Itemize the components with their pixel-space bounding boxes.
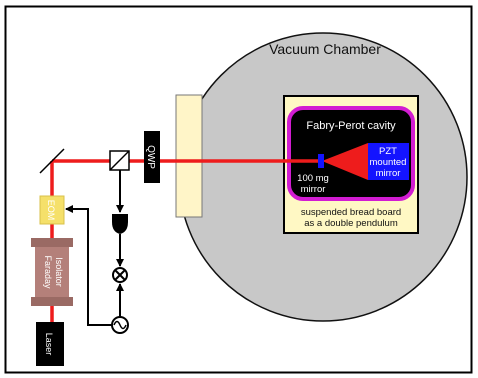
faraday-isolator [31, 238, 73, 306]
breadboard-label-line2: as a double pendulum [304, 218, 398, 229]
mirror-100mg [318, 154, 324, 168]
eom-label: EOM [46, 200, 56, 221]
faraday-label-line1: Faraday [43, 255, 53, 289]
pzt-label-line3: mirror [376, 168, 401, 179]
eom [39, 195, 65, 225]
cavity-mode [322, 143, 368, 180]
mirror-label-line1: 100 mg [297, 173, 329, 184]
qwp [144, 131, 160, 183]
oscillator-icon [111, 316, 129, 334]
amplifier-icon [112, 214, 128, 234]
laser [36, 322, 64, 366]
breadboard-label-line1: suspended bread board [301, 207, 401, 218]
mixer-icon [112, 267, 128, 283]
chamber-window [175, 94, 203, 218]
qwp-label: QWP [145, 145, 156, 169]
vacuum-chamber-label: Vacuum Chamber [269, 41, 381, 57]
laser-label: Laser [44, 333, 54, 356]
mirror-icon [39, 148, 65, 174]
fabry-perot-label: Fabry-Perot cavity [306, 120, 396, 132]
signal-oscillator-to-eom [65, 205, 112, 326]
beamsplitter-icon [109, 150, 130, 171]
pzt-label-line1: PZT [379, 146, 397, 157]
mirror-label-line2: mirror [301, 184, 326, 195]
pzt-mirror [368, 143, 409, 180]
pzt-label-line2: mounted [370, 157, 407, 168]
faraday-label-line2: Isolator [54, 257, 64, 287]
